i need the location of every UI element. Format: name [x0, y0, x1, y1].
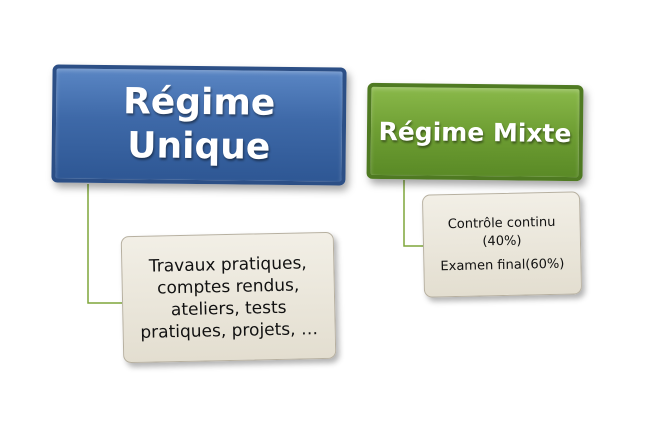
regime-unique-detail-line: ateliers, tests — [170, 297, 287, 320]
regime-unique-title-line-1: Régime — [122, 81, 276, 124]
regime-unique-box: Régime Unique — [51, 64, 347, 186]
controle-continu-item: Contrôle continu (40%) — [447, 214, 556, 249]
connector-unique — [87, 184, 122, 304]
regime-unique-title-line-2: Unique — [127, 125, 271, 168]
regime-mixte-box: Régime Mixte — [366, 82, 584, 182]
regime-unique-details-box: Travaux pratiques, comptes rendus, ateli… — [120, 231, 337, 364]
connector-mixte — [403, 180, 423, 247]
regime-unique-detail-line: pratiques, projets, … — [140, 318, 319, 343]
regime-unique-detail-line: comptes rendus, — [156, 275, 300, 298]
regime-mixte-title: Régime Mixte — [378, 116, 572, 148]
examen-final-item: Examen final(60%) — [440, 256, 565, 274]
regime-mixte-details-box: Contrôle continu (40%) Examen final(60%) — [421, 191, 583, 298]
